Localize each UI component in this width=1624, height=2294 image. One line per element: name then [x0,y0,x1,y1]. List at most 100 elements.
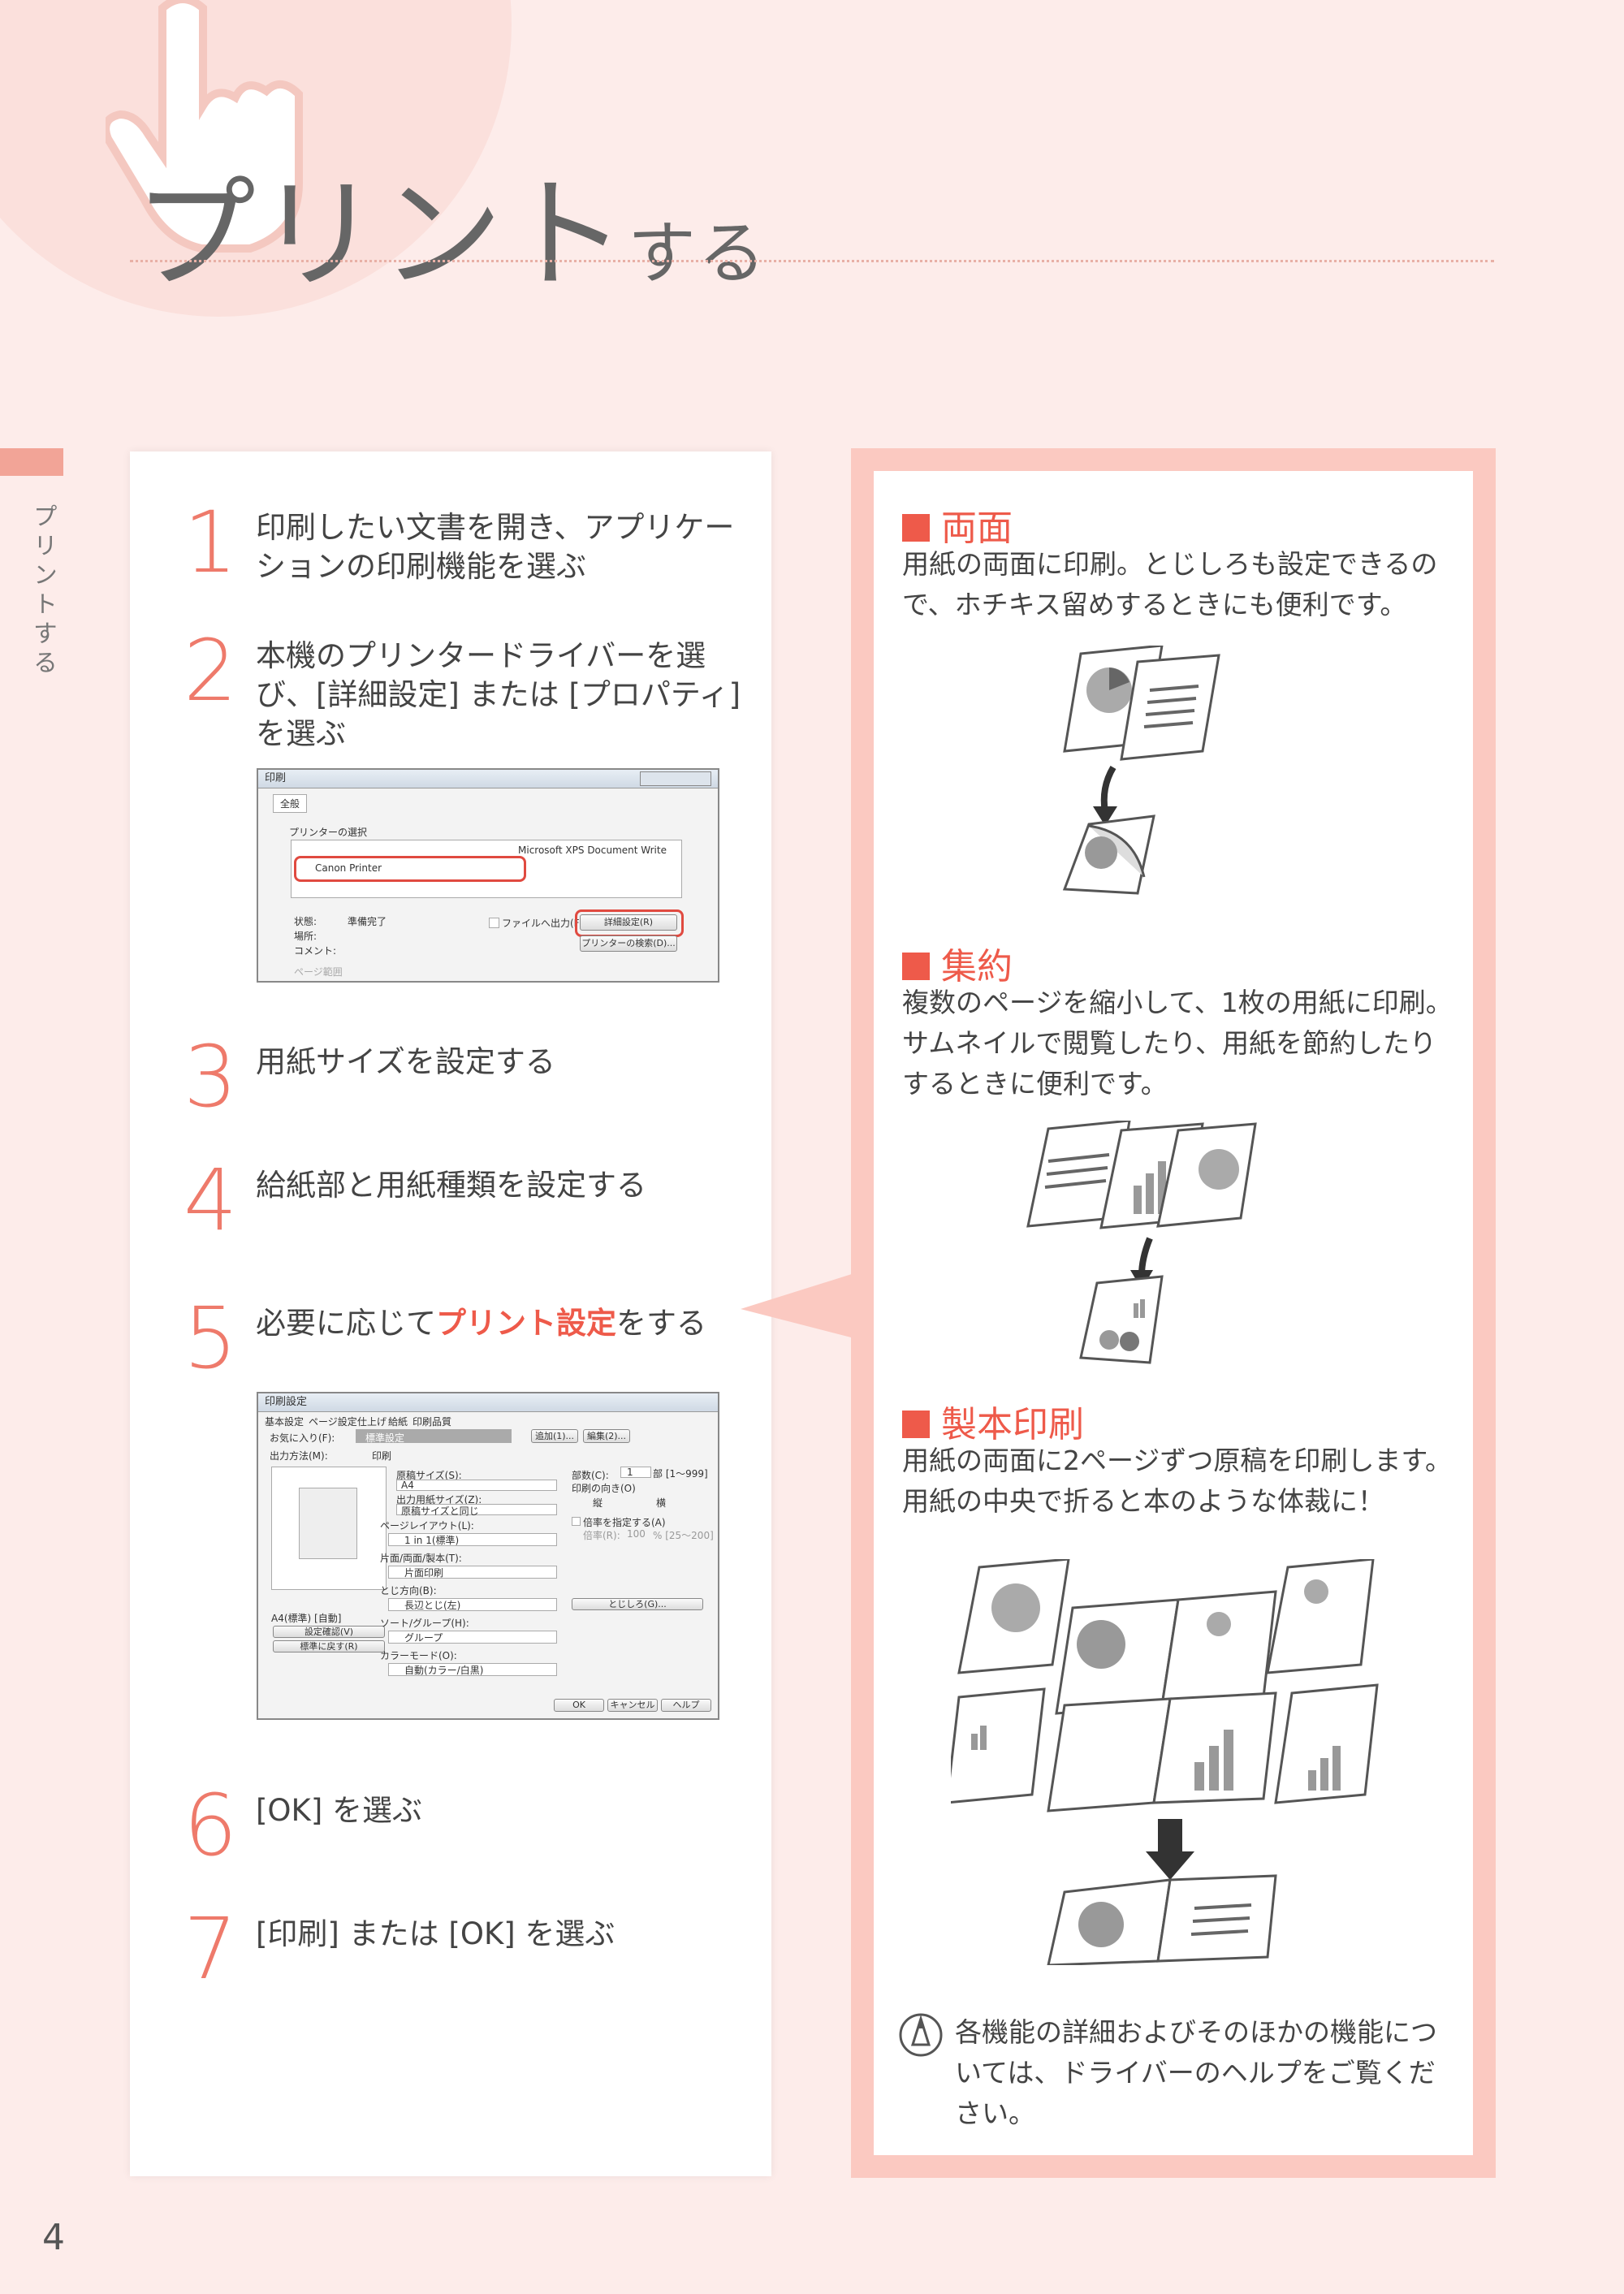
copies-value: 1 [627,1467,633,1478]
binding-select[interactable] [388,1598,557,1611]
title-divider [130,260,1494,262]
page-range-label: ページ範囲 [294,966,343,978]
page-number: 4 [42,2217,65,2258]
section-label: プリントする [28,503,57,679]
preferences-dialog-screenshot: 印刷設定 基本設定 ページ設定 仕上げ 給紙 印刷品質 お気に入り(F): 標準… [257,1392,719,1720]
pointing-hand-icon [106,0,303,253]
step-number: 7 [184,1899,238,1998]
output-method-value[interactable]: 印刷 [372,1450,392,1462]
page-layout-label: ページレイアウト(L): [380,1520,474,1531]
copies-input[interactable] [620,1467,651,1478]
favorites-select[interactable] [356,1429,512,1443]
ok-button[interactable]: OK [554,1699,604,1712]
edit-button[interactable]: 編集(2)... [583,1429,630,1443]
tab-paper-source[interactable]: 給紙 [388,1416,408,1428]
dialog-titlebar: 印刷設定 [258,1393,718,1412]
step-text: [印刷] または [OK] を選ぶ [256,1916,615,1951]
step-number: 6 [184,1776,238,1875]
highlight-ring [575,909,684,937]
feature-nup-text: 複数のページを縮小して、1枚の用紙に印刷。サムネイルで閲覧したり、用紙を節約した… [902,987,1453,1099]
copies-label: 部数(C): [572,1470,609,1481]
step-text: 用紙サイズを設定する [256,1044,555,1079]
page-layout-value: 1 in 1(標準) [404,1535,460,1546]
duplex-value: 片面印刷 [404,1567,444,1579]
tab-page-setup[interactable]: ページ設定 [309,1416,357,1428]
step-number: 2 [184,621,238,720]
add-button[interactable]: 追加(1)... [531,1429,578,1443]
zoom-check-label: 倍率を指定する(A) [583,1517,666,1528]
sort-label: ソート/グループ(H): [380,1618,469,1629]
view-settings-button[interactable]: 設定確認(V) [273,1626,385,1638]
preview-page-icon [299,1488,357,1559]
duplex-illustration [1062,646,1220,895]
highlight-ring [294,856,526,882]
tab-basic[interactable]: 基本設定 [265,1416,304,1428]
step-text: 給紙部と用紙種類を設定する [256,1168,646,1203]
note-text: 各機能の詳細およびそのほかの機能については、ドライバーのヘルプをご覧ください。 [955,2016,1437,2129]
duplex-label: 片面/両面/製本(T): [380,1553,462,1564]
printer-list[interactable] [291,840,682,898]
dialog-titlebar: 印刷 [258,770,718,788]
output-size-label: 出力用紙サイズ(Z): [396,1494,482,1506]
print-dialog-screenshot: 印刷 全般 プリンターの選択 Microsoft XPS Document Wr… [257,768,719,983]
sort-value: グループ [404,1632,443,1644]
color-mode-label: カラーモード(O): [380,1650,457,1661]
favorites-value: 標準設定 [365,1432,405,1444]
sort-select[interactable] [388,1631,557,1644]
window-controls [640,771,711,786]
orientation-label: 印刷の向き(O) [572,1483,636,1494]
cancel-button[interactable]: キャンセル [607,1699,658,1712]
output-size-select[interactable] [396,1504,557,1515]
print-to-file-checkbox[interactable] [489,918,499,928]
color-mode-value: 自動(カラー/白黒) [404,1665,484,1676]
output-method-label: 出力方法(M): [270,1450,328,1462]
orientation-landscape[interactable]: 横 [656,1497,667,1509]
page-title: プリントする [134,165,768,306]
preview-caption: A4(標準) [自動] [271,1613,342,1624]
help-button[interactable]: ヘルプ [661,1699,711,1712]
tab-general[interactable]: 全般 [273,794,308,813]
orientation-portrait[interactable]: 縦 [593,1497,603,1509]
feature-duplex-heading: 両面 [902,499,1013,551]
printer-item-xps[interactable]: Microsoft XPS Document Write [518,845,667,856]
feature-booklet-text: 用紙の両面に2ページずつ原稿を印刷します。用紙の中央で折ると本のような体裁に！ [902,1445,1453,1517]
step-text: 印刷したい文書を開き、アプリケーションの印刷機能を選ぶ [256,510,735,584]
status-value: 準備完了 [348,916,387,927]
color-mode-select[interactable] [388,1663,557,1676]
tab-quality[interactable]: 印刷品質 [412,1416,452,1428]
paper-size-value: A4 [401,1480,414,1491]
comment-label: コメント: [294,945,337,957]
printer-item-canon[interactable]: Canon Printer [315,862,382,874]
step-number: 3 [184,1027,238,1126]
find-printer-button[interactable]: プリンターの検索(D)... [580,935,677,952]
preferences-button[interactable]: 詳細設定(R) [580,914,677,931]
zoom-checkbox[interactable] [572,1517,581,1526]
feature-nup-heading: 集約 [902,937,1013,989]
step-number: 5 [184,1289,238,1388]
feature-booklet-heading: 製本印刷 [902,1395,1084,1447]
step-text: 必要に応じてプリント設定をする [256,1306,706,1341]
step-text: [OK] を選ぶ [256,1793,423,1828]
nup-illustration [1026,1121,1257,1364]
paper-size-select[interactable] [396,1480,557,1491]
status-label: 状態: [294,916,317,927]
output-size-value: 原稿サイズと同じ [401,1506,479,1517]
callout-pointer [741,1273,854,1338]
tab-finishing[interactable]: 仕上げ [357,1416,387,1428]
step-number: 1 [184,493,238,592]
gutter-button[interactable]: とじしろ(G)... [572,1598,703,1610]
print-to-file-label: ファイルへ出力(F) [502,918,584,929]
booklet-illustration [951,1559,1379,1965]
binding-label: とじ方向(B): [380,1585,437,1596]
paper-size-label: 原稿サイズ(S): [396,1470,462,1481]
copies-range: 部 [1～999] [653,1468,708,1480]
restore-defaults-button[interactable]: 標準に戻す(R) [273,1640,385,1652]
favorites-label: お気に入り(F): [270,1432,335,1444]
page-layout-select[interactable] [388,1533,557,1546]
duplex-select[interactable] [388,1566,557,1579]
binding-value: 長辺とじ(左) [404,1600,461,1611]
step-number: 4 [184,1151,238,1250]
steps-panel: 1 印刷したい文書を開き、アプリケーションの印刷機能を選ぶ 2 本機のプリンター… [130,451,771,2176]
zoom-value[interactable]: 100 [627,1528,646,1540]
feature-duplex-text: 用紙の両面に印刷。とじしろも設定できるので、ホチキス留めするときにも便利です。 [902,548,1438,620]
